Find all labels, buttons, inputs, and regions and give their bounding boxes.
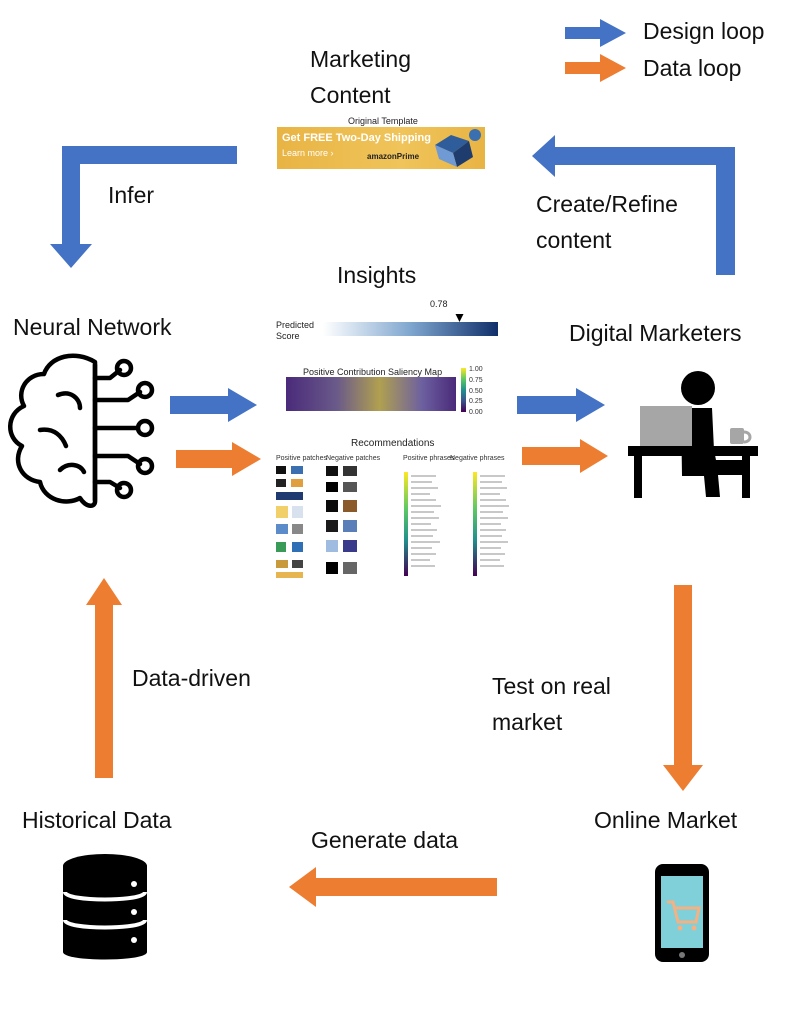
positive-phrases-bar [404,472,408,576]
neural-network-label: Neural Network [13,314,172,340]
historical-data-label: Historical Data [22,807,172,833]
test-market-arrow [663,585,703,791]
positive-patches-label: Positive patches [276,455,327,462]
score-marker [455,314,464,322]
data-driven-label: Data-driven [132,665,251,691]
saliency-colorbar [461,368,466,412]
saliency-title: Positive Contribution Saliency Map [303,367,443,377]
online-market-label: Online Market [594,807,738,833]
infer-arrow [50,146,237,268]
score-gradient-bar [323,322,498,336]
create-refine-arrow [532,135,735,275]
template-caption: Original Template [348,116,418,126]
colorbar-tick-label: 0.25 [469,398,483,406]
insights-to-marketers-blue-arrow [517,388,605,422]
template-brand: amazonPrime [367,152,420,161]
predicted-score-value: 0.78 [430,299,448,309]
legend-data-arrow [565,54,626,82]
create-refine-label: Create/Refine content [536,191,678,253]
template-package-icon [435,129,481,167]
legend-data-label: Data loop [643,55,742,81]
person-at-desk-icon [628,371,758,498]
template-headline: Get FREE Two-Day Shipping [282,132,431,144]
negative-patches-label: Negative patches [326,455,381,462]
template-banner: Get FREE Two-Day Shipping Learn more › a… [277,127,485,169]
predicted-score-label: Predicted Score [276,320,315,341]
recommendations-title: Recommendations [351,438,435,449]
template-learn-more: Learn more › [282,148,334,158]
insights-label: Insights [337,262,417,288]
colorbar-tick-label: 1.00 [469,366,483,373]
positive-patches-grid [276,466,303,578]
generate-data-label: Generate data [311,827,459,853]
colorbar-tick-label: 0.50 [469,387,483,395]
negative-phrases-bar [473,472,477,576]
positive-phrases-lines [411,475,441,567]
legend-design-arrow [565,19,626,47]
colorbar-tick-label: 0.00 [469,409,483,416]
negative-patches-grid [326,466,357,574]
nn-to-insights-orange-arrow [176,442,261,476]
negative-phrases-label: Negative phrases [450,455,505,462]
test-market-label: Test on real market [492,673,611,735]
negative-phrases-lines [480,475,509,567]
positive-phrases-label: Positive phrases [403,455,455,462]
smartphone-cart-icon [655,864,709,962]
nn-to-insights-blue-arrow [170,388,257,422]
legend-design-label: Design loop [643,18,765,44]
data-driven-arrow [86,578,122,778]
colorbar-tick-label: 0.75 [469,376,483,384]
generate-data-arrow [289,867,497,907]
database-icon [63,854,147,960]
saliency-map [286,377,456,411]
marketing-content-label: Marketing Content [310,46,411,108]
infer-label: Infer [108,182,155,208]
digital-marketers-label: Digital Marketers [569,320,742,346]
brain-circuit-icon [8,353,155,508]
insights-to-marketers-orange-arrow [522,439,608,473]
